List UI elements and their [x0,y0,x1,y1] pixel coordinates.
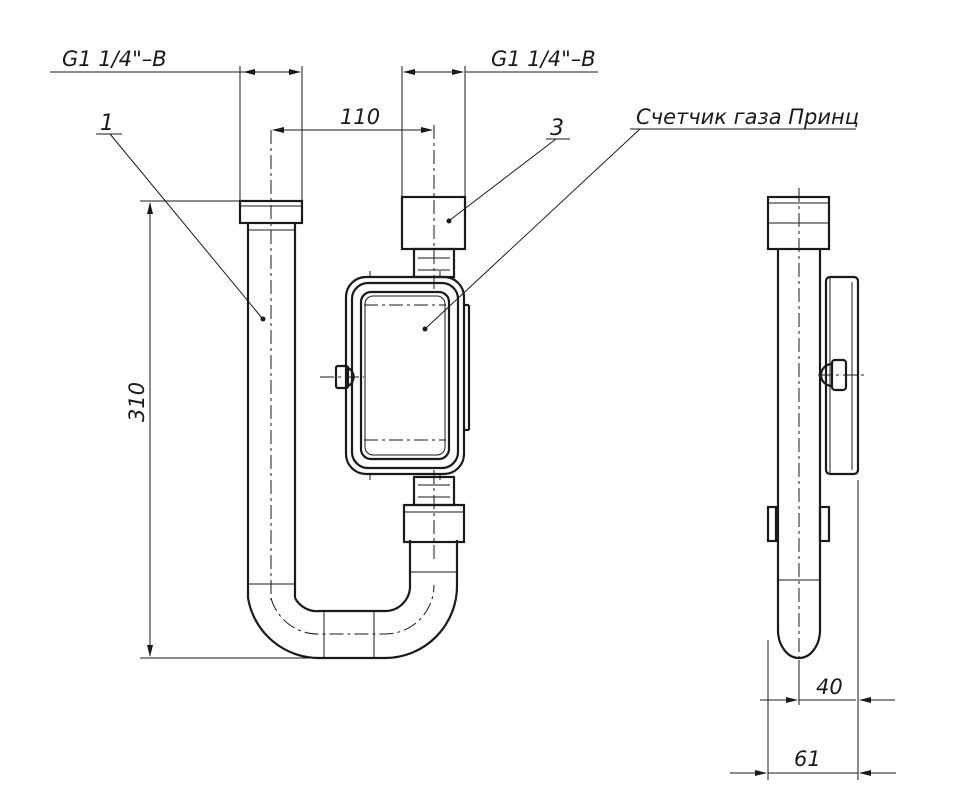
leader-lines [96,128,856,332]
labels: G1 1/4"–B G1 1/4"–B 110 310 1 3 Счетчик … [62,47,859,771]
u-bend [246,571,459,660]
callout-1: 1 [100,111,114,136]
left-pipe [238,130,304,600]
dimension-110-label: 110 [340,105,380,129]
front-view [238,125,471,660]
dimension-lines [50,66,896,780]
side-view [766,188,866,665]
dimension-61-label: 61 [794,747,821,771]
thread-label-left: G1 1/4"–B [62,47,167,71]
gas-meter-front [320,271,471,480]
right-lower-pipe [402,470,466,585]
callout-gas-meter: Счетчик газа Принц [636,105,859,129]
dimension-40-label: 40 [816,675,843,699]
top-nut [400,125,467,290]
dimension-310-label: 310 [125,382,149,422]
callout-3: 3 [550,116,564,141]
thread-label-right: G1 1/4"–B [491,47,596,71]
